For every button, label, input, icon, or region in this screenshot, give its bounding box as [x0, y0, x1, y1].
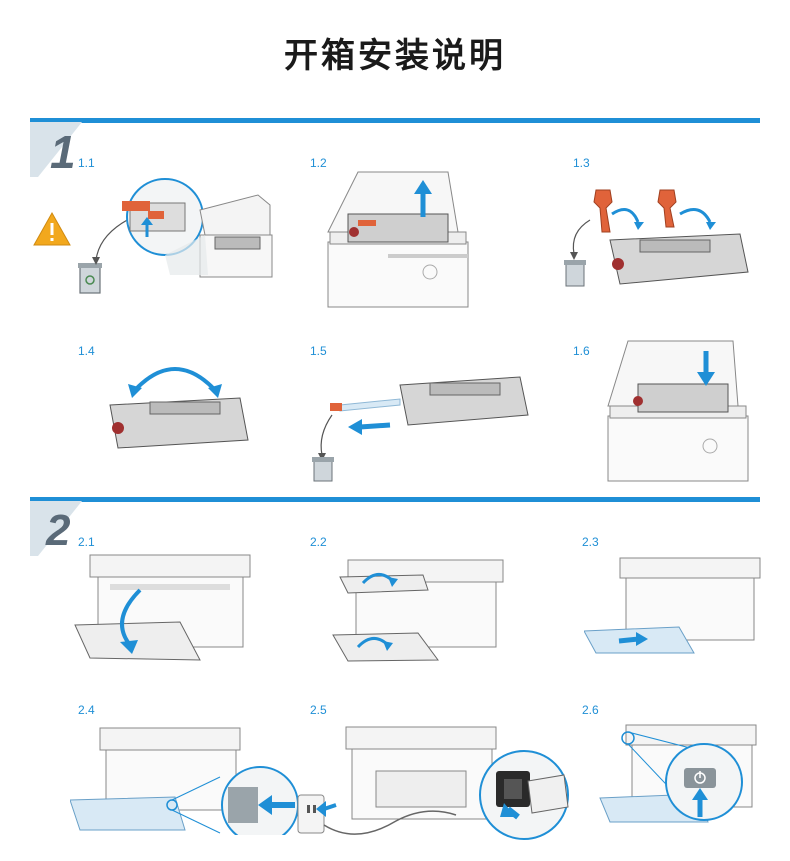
- illustration-1-2: [318, 162, 478, 312]
- illustration-1-5: [300, 365, 540, 485]
- step-label-1-4: 1.4: [78, 344, 95, 358]
- recycle-bin-icon: [78, 263, 102, 294]
- illustration-2-4: [70, 725, 300, 835]
- step-label-2-5: 2.5: [310, 703, 327, 717]
- step-label-2-4: 2.4: [78, 703, 95, 717]
- step-label-2-3: 2.3: [582, 535, 599, 549]
- step-label-2-6: 2.6: [582, 703, 599, 717]
- recycle-bin-icon: [564, 260, 586, 287]
- step-label-1-1: 1.1: [78, 156, 95, 170]
- illustration-2-5: [296, 725, 576, 853]
- step-label-1-6: 1.6: [573, 344, 590, 358]
- section-1-digit: 1: [50, 126, 76, 177]
- illustration-2-1: [70, 550, 260, 665]
- recycle-bin-icon: [312, 457, 334, 482]
- section-1-bar: [30, 118, 760, 123]
- section-1-number: 1: [30, 122, 90, 182]
- illustration-1-6: [598, 336, 758, 486]
- step-label-1-2: 1.2: [310, 156, 327, 170]
- power-icon: [694, 771, 706, 784]
- illustration-2-2: [328, 555, 508, 665]
- illustration-1-4: [100, 350, 260, 460]
- illustration-2-6: [598, 722, 763, 832]
- section-2-bar: [30, 497, 760, 502]
- section-2-digit: 2: [45, 506, 71, 555]
- illustration-2-3: [584, 555, 764, 655]
- warning-icon: [33, 211, 71, 246]
- step-label-2-2: 2.2: [310, 535, 327, 549]
- section-2-number: 2: [30, 501, 90, 561]
- illustration-1-3: [560, 172, 760, 302]
- page-title: 开箱安装说明: [284, 36, 506, 76]
- step-label-1-3: 1.3: [573, 156, 590, 170]
- illustration-1-1: [30, 175, 280, 305]
- step-label-1-5: 1.5: [310, 344, 327, 358]
- step-label-2-1: 2.1: [78, 535, 95, 549]
